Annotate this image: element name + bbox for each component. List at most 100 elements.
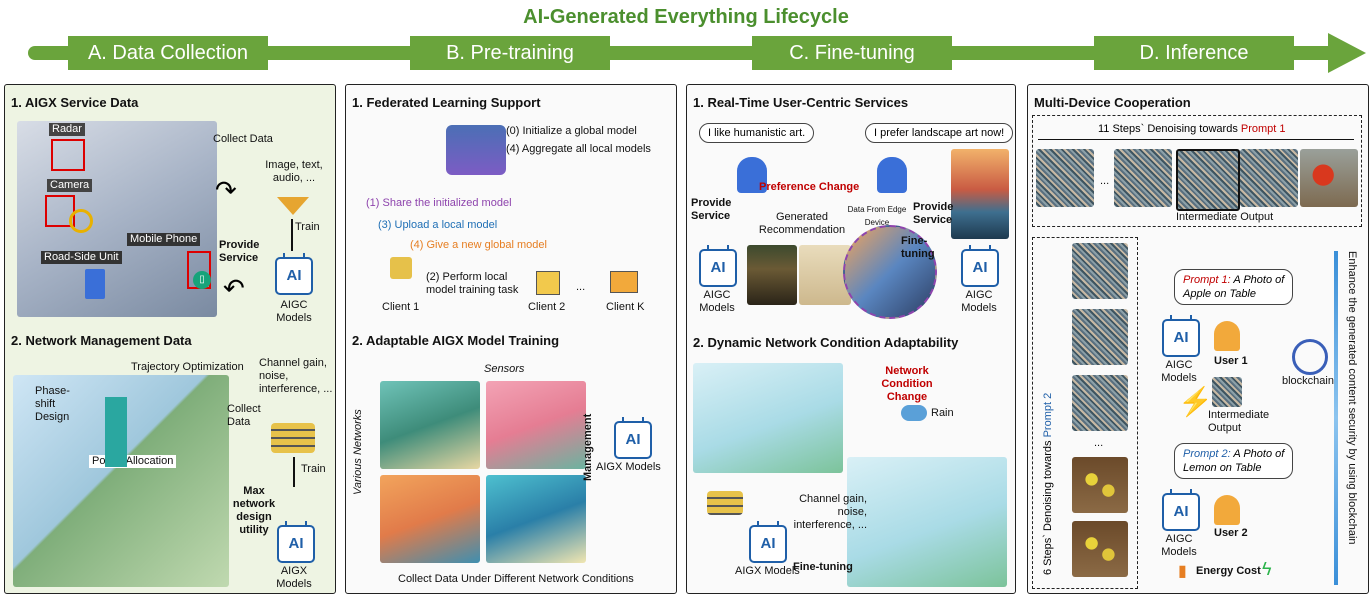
speech-landscape: I prefer landscape art now!	[865, 123, 1014, 143]
prompt2-bubble: Prompt 2: A Photo of Lemon on Table	[1174, 443, 1294, 479]
client1-label: Client 1	[382, 301, 420, 313]
noise-image-4	[1240, 149, 1298, 207]
noise-col-2	[1072, 309, 1128, 365]
aigc-models-label: AIGC Models	[1161, 359, 1197, 384]
section-multi-device: Multi-Device Cooperation	[1034, 95, 1191, 110]
step0-label: (0) Initialize a global model	[506, 125, 637, 137]
phase-shift-label: Phase-shift Design	[35, 385, 70, 423]
noise-col-1	[1072, 243, 1128, 299]
aigx-training-chip-icon: AI	[614, 417, 652, 459]
denoise-6-label: 6 Steps` Denoising towards Prompt 2	[1042, 393, 1054, 575]
channel-gain-label: Channel gain, noise, interference, ...	[793, 493, 867, 531]
radar-label: Radar	[49, 123, 85, 136]
energy-cost-label: Energy Cost	[1196, 565, 1261, 577]
trajectory-label: Trajectory Optimization	[131, 361, 244, 373]
tower-building	[105, 397, 127, 467]
noise-image-1	[1036, 149, 1094, 207]
user2-label: User 2	[1214, 527, 1248, 539]
step3-label: (3) Upload a local model	[378, 219, 498, 231]
collect-data-label: Collect Data	[213, 133, 273, 145]
user1-avatar-icon	[1214, 321, 1240, 351]
database-icon	[271, 423, 315, 453]
aigx-chip-icon: AI	[749, 521, 787, 563]
prompt2-ref: Prompt 2	[1042, 392, 1054, 438]
fine-tuning-label: Fine-tuning	[901, 235, 935, 260]
section-dynamic-network: 2. Dynamic Network Condition Adaptabilit…	[693, 335, 959, 350]
landscape-art-image	[951, 149, 1009, 239]
blockchain-label: blockchain	[1282, 375, 1334, 387]
panel-pre-training: 1. Federated Learning Support (0) Initia…	[345, 84, 677, 594]
prompt1-tag: Prompt 1:	[1183, 274, 1231, 286]
mona-lisa-image	[747, 245, 797, 305]
generated-recommendation-label: Generated Recommendation	[758, 211, 846, 236]
lemon-result-image	[1072, 521, 1128, 577]
ellipsis-2: ...	[1094, 437, 1104, 449]
step4-give-label: (4) Give a new global model	[410, 239, 547, 251]
aigx-model-chip-icon: AI	[277, 521, 315, 563]
denoise-column-box	[1032, 237, 1138, 589]
intermediate-output-label-2: Intermediate Output	[1208, 409, 1270, 434]
intermediate-small-image	[1212, 377, 1242, 407]
denoise-11-text: 11 Steps` Denoising towards	[1098, 123, 1241, 135]
landscape-dataset-circle	[843, 225, 937, 319]
user2-avatar-icon	[1214, 495, 1240, 525]
step4-aggregate-label: (4) Aggregate all local models	[506, 143, 651, 155]
prompt2-text: A Photo of	[1230, 448, 1285, 460]
aigc-models-label-2: AIGC Models	[961, 289, 997, 314]
train-arrow	[291, 219, 293, 251]
aigc-chip-icon-2: AI	[961, 245, 999, 287]
step1-label: (1) Share the initialized model	[366, 197, 512, 209]
enhance-security-label: Enhance the generated content security b…	[1346, 251, 1358, 545]
prompt2-tag: Prompt 2:	[1183, 448, 1231, 460]
user-avatar-icon	[737, 157, 767, 193]
database-icon	[707, 491, 743, 515]
aigx-models-label: AIGX Models	[596, 461, 661, 473]
mobile-phone-label: Mobile Phone	[127, 233, 201, 246]
rsu-label: Road-Side Unit	[41, 251, 122, 264]
prompt2-object: Lemon on Table	[1183, 462, 1262, 474]
rain-label: Rain	[931, 407, 954, 419]
battery-icon: ▮	[1178, 563, 1187, 580]
aigx-models-label: AIGX Models	[276, 565, 312, 590]
radar-box	[51, 139, 85, 171]
provide-service-label: Provide Service	[691, 197, 732, 222]
fine-tuning-label-2: Fine-tuning	[793, 561, 853, 573]
ellipsis: ...	[1100, 175, 1110, 187]
network-scene-2	[486, 381, 586, 469]
max-utility-label: Max network design utility	[232, 485, 276, 536]
train-label: Train	[295, 221, 320, 233]
network-scene-after	[847, 457, 1007, 587]
network-condition-change-label: Network Condition Change	[881, 365, 933, 403]
aigc-model-chip-icon: AI	[275, 253, 313, 295]
return-arrow-icon: ↶	[223, 273, 245, 303]
prompt1-bubble: Prompt 1: A Photo of Apple on Table	[1174, 269, 1294, 305]
channel-gain-label: Channel gain, noise, interference, ...	[259, 357, 333, 395]
phase-pre-training: B. Pre-training	[410, 36, 610, 70]
blockchain-icon	[1292, 339, 1328, 375]
security-arrow	[1334, 251, 1338, 585]
collect-data-label-2: Collect Data	[227, 403, 261, 428]
train-label-2: Train	[301, 463, 326, 475]
step2-label: (2) Perform local model training task	[426, 271, 519, 296]
rain-cloud-icon	[901, 405, 927, 421]
mobile-phone-icon: ▯	[193, 271, 211, 289]
user-avatar-icon-2	[877, 157, 907, 193]
network-scene-before	[693, 363, 843, 473]
phase-inference: D. Inference	[1094, 36, 1294, 70]
lightning-icon: ⚡	[1178, 386, 1213, 417]
apple-result-image	[1300, 149, 1358, 207]
aigc-chip-icon: AI	[1162, 315, 1200, 357]
aigc-chip-icon-2: AI	[1162, 489, 1200, 531]
energy-bolt-icon: ϟ	[1262, 559, 1272, 579]
noise-col-3	[1072, 375, 1128, 431]
prompt1-text: A Photo of	[1230, 274, 1285, 286]
global-server-icon	[446, 125, 506, 175]
clientk-label: Client K	[606, 301, 645, 313]
modalities-label: Image, text, audio, ...	[265, 159, 323, 184]
provide-service-label-2: Provide Service	[913, 201, 954, 226]
phase-fine-tuning: C. Fine-tuning	[752, 36, 952, 70]
denoise-11-label: 11 Steps` Denoising towards Prompt 1	[1098, 123, 1286, 135]
train-arrow-2	[293, 457, 295, 487]
client2-label: Client 2	[528, 301, 566, 313]
noise-image-2	[1114, 149, 1172, 207]
